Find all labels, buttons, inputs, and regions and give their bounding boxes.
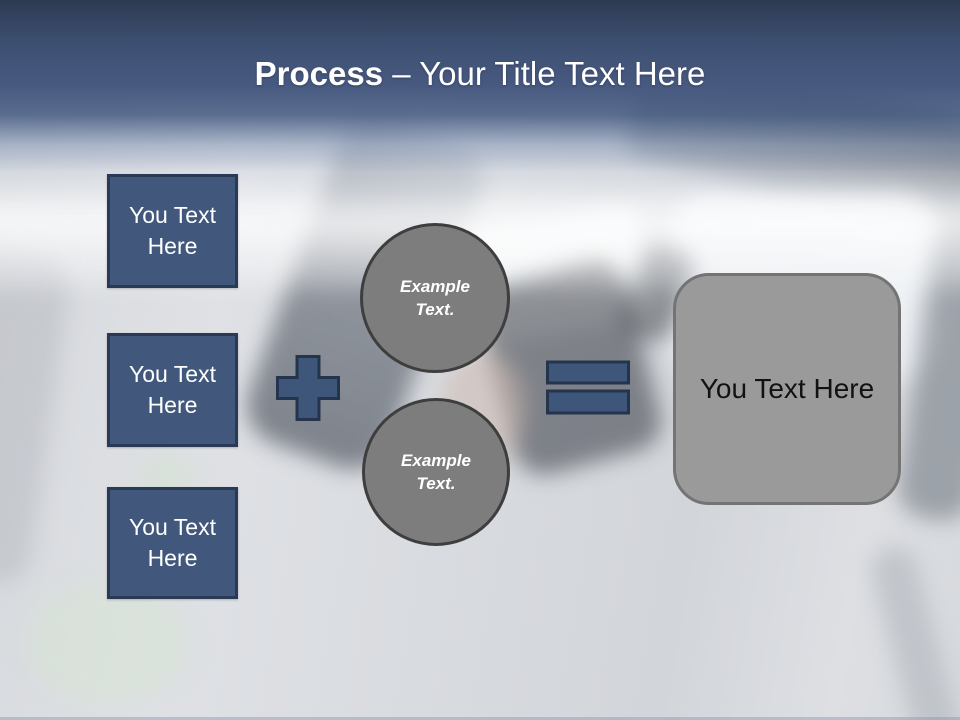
title-emphasis-text: Process	[254, 55, 384, 92]
input-box-3: You Text Here	[107, 487, 238, 599]
result-box-label: You Text Here	[699, 373, 875, 404]
title-rest-text: – Your Title Text Here	[383, 55, 706, 92]
photo-bottom-right-streak	[867, 542, 960, 720]
photo-left-band-shape	[0, 242, 73, 588]
photo-bottom-left-tint	[25, 580, 190, 705]
input-box-label: You Text Here	[129, 202, 216, 259]
step-circle-1: Example Text.	[360, 223, 510, 373]
slide-title: Process – Your Title Text Here	[0, 52, 960, 96]
plus-icon	[276, 355, 340, 421]
header-gradient-band	[0, 0, 960, 205]
step-circle-label: Example Text.	[401, 451, 471, 493]
equals-icon	[546, 360, 630, 415]
step-circle-2: Example Text.	[362, 398, 510, 546]
step-circle-label: Example Text.	[400, 277, 470, 319]
input-box-label: You Text Here	[129, 514, 216, 571]
input-box-label: You Text Here	[129, 361, 216, 418]
result-box: You Text Here	[673, 273, 901, 505]
input-box-2: You Text Here	[107, 333, 238, 447]
input-box-1: You Text Here	[107, 174, 238, 288]
bottom-edge-strip	[0, 717, 960, 720]
